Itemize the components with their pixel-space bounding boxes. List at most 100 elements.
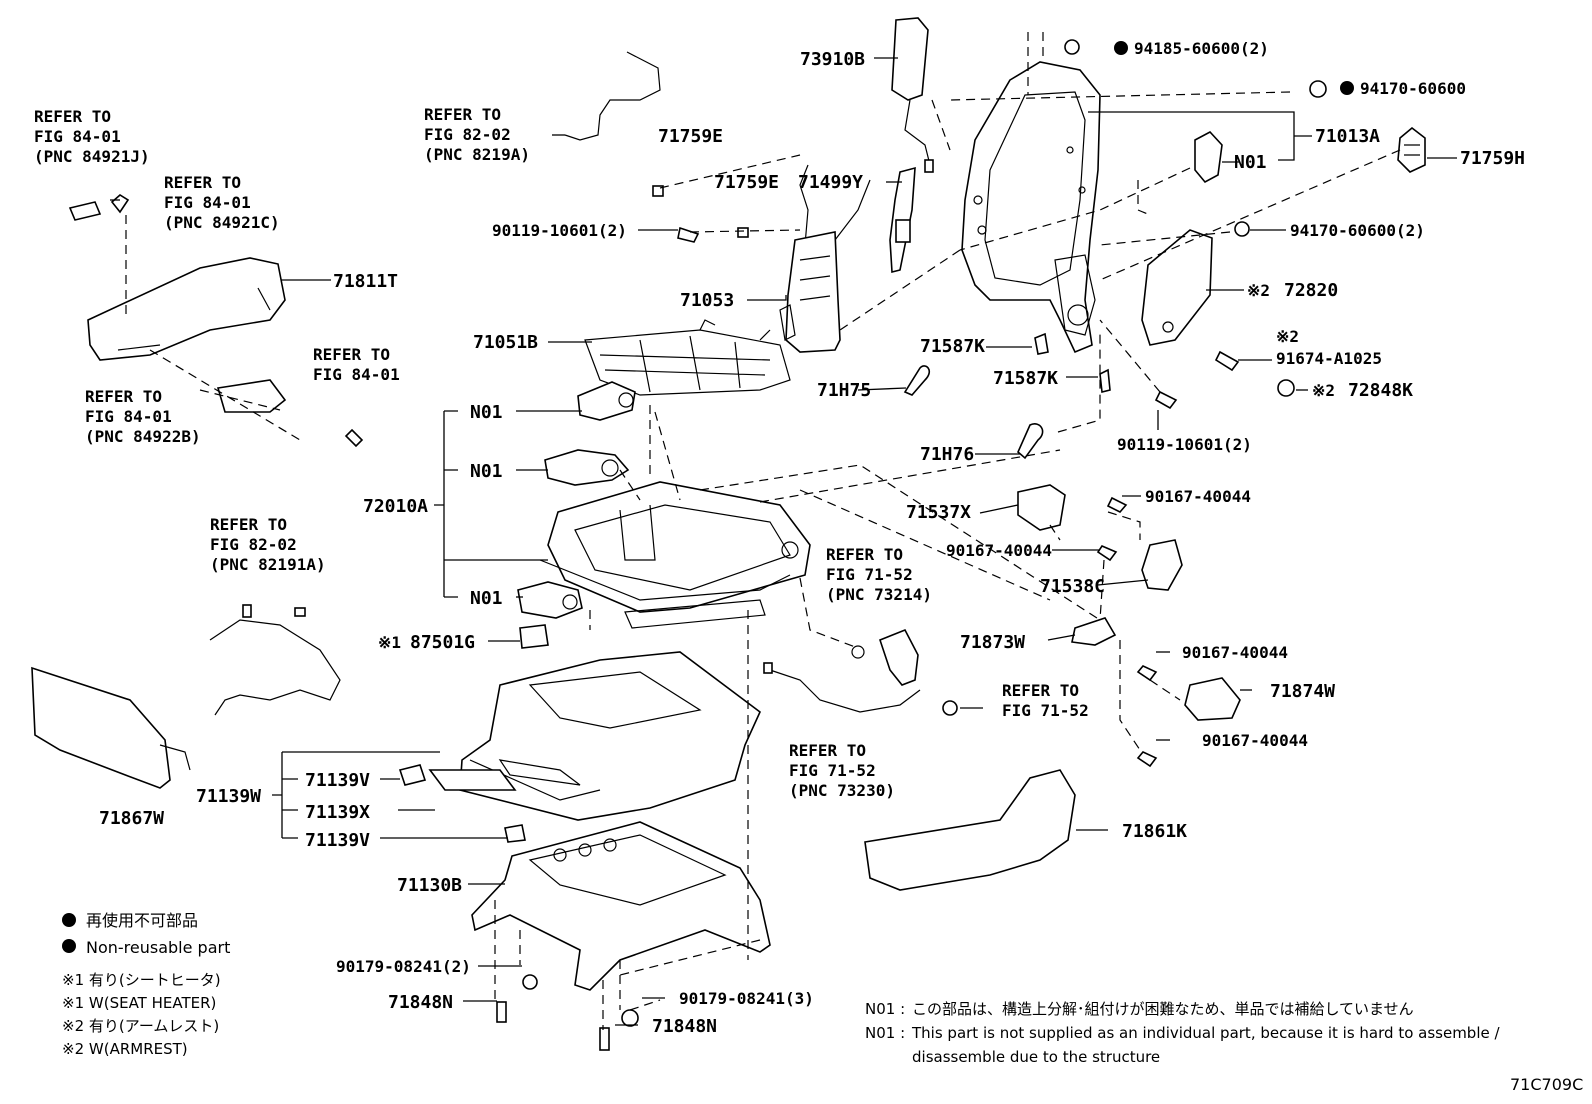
cushion-frame-drawing (471, 821, 771, 991)
legend: 再使用不可部品 Non-reusable part ※1 有り(シートヒータ) … (62, 911, 230, 1058)
legend-seat-heater-jp: ※1 有り(シートヒータ) (62, 971, 221, 989)
label-94170-60600: 94170-60600 (1360, 79, 1466, 98)
label-94170-60600-2: 94170-60600(2) (1290, 221, 1425, 240)
svg-text:FIG 82-02: FIG 82-02 (424, 125, 511, 144)
label-71139V-b: 71139V (305, 830, 370, 851)
svg-text:FIG 71-52: FIG 71-52 (826, 565, 913, 584)
svg-text:(PNC 82191A): (PNC 82191A) (210, 555, 326, 574)
svg-text:FIG 82-02: FIG 82-02 (210, 535, 297, 554)
svg-text:(PNC 84921J): (PNC 84921J) (34, 147, 150, 166)
label-71861K: 71861K (1122, 821, 1187, 842)
fasteners-drawing (68, 39, 1327, 1051)
svg-text:(PNC 84921C): (PNC 84921C) (164, 213, 280, 232)
svg-text:FIG 84-01: FIG 84-01 (85, 407, 172, 426)
seat-belt-buckle-drawing (851, 628, 919, 686)
brackets-drawing (398, 332, 1241, 843)
cushion-pad-71861k-drawing (864, 769, 1076, 891)
label-87501G: 87501G (410, 632, 475, 653)
recliner-motor-drawing (1194, 131, 1223, 184)
label-71139W: 71139W (196, 786, 261, 807)
label-90179-08241-2: 90179-08241(2) (336, 957, 471, 976)
refer-fig-71-52: REFER TO FIG 71-52 (1002, 681, 1089, 720)
note-en-prefix: N01 : (865, 1024, 905, 1042)
label-71867W: 71867W (99, 808, 164, 829)
label-71H75: 71H75 (817, 380, 871, 401)
non-reusable-dot-icon (62, 939, 76, 953)
label-N01-recliner: N01 (1234, 152, 1267, 173)
svg-text:(PNC 8219A): (PNC 8219A) (424, 145, 530, 164)
figure-code: 71C709C (1510, 1075, 1583, 1094)
label-71051B: 71051B (473, 332, 538, 353)
seat-track-frame-drawing (539, 481, 811, 629)
seat-cushion-pan-drawing (459, 651, 761, 821)
seatback-frame-drawing (961, 61, 1101, 354)
label-71587K-a: 71587K (920, 336, 985, 357)
svg-text:FIG 71-52: FIG 71-52 (789, 761, 876, 780)
label-73910B: 73910B (800, 49, 865, 70)
refer-84921J: REFER TO FIG 84-01 (PNC 84921J) (34, 107, 150, 166)
label-90119-10601-a: 90119-10601(2) (492, 221, 627, 240)
label-90167-40044-d: 90167-40044 (1202, 731, 1308, 750)
label-N01-motor-1: N01 (470, 402, 503, 423)
legend-non-reusable-en: Non-reusable part (86, 938, 230, 957)
label-71759E-a: 71759E (658, 126, 723, 147)
mark-armrest-72848K: ※2 (1312, 381, 1335, 400)
spring-mat-71051b-drawing (584, 319, 791, 396)
non-reusable-dot-icon (1114, 41, 1128, 55)
side-airbag-drawing (891, 17, 934, 173)
non-reusable-dot-icon (1340, 81, 1354, 95)
label-72848K: 72848K (1348, 380, 1413, 401)
label-71811T: 71811T (333, 271, 398, 292)
svg-text:REFER TO: REFER TO (826, 545, 903, 564)
refer-82191A: REFER TO FIG 82-02 (PNC 82191A) (210, 515, 326, 574)
label-71759H: 71759H (1460, 148, 1525, 169)
label-71139X: 71139X (305, 802, 370, 823)
svg-text:REFER TO: REFER TO (34, 107, 111, 126)
svg-text:REFER TO: REFER TO (210, 515, 287, 534)
label-71H76: 71H76 (920, 444, 974, 465)
label-71013A: 71013A (1315, 126, 1380, 147)
n01-notes: N01 : この部品は、構造上分解･組付けが困難なため、単品では補給していません… (865, 1000, 1500, 1066)
label-90119-10601-b: 90119-10601(2) (1117, 435, 1252, 454)
svg-text:REFER TO: REFER TO (789, 741, 866, 760)
legend-armrest-en: ※2 W(ARMREST) (62, 1040, 188, 1058)
note-en-text-2: disassemble due to the structure (912, 1048, 1160, 1066)
label-71538C: 71538C (1040, 576, 1105, 597)
svg-text:FIG 84-01: FIG 84-01 (34, 127, 121, 146)
refer-73230: REFER TO FIG 71-52 (PNC 73230) (789, 741, 895, 800)
knob-71759h-drawing (1397, 126, 1426, 173)
note-jp-text: この部品は、構造上分解･組付けが困難なため、単品では補給していません (912, 1000, 1414, 1018)
armrest-72820-drawing (1141, 229, 1213, 346)
refer-84921C: REFER TO FIG 84-01 (PNC 84921C) (164, 173, 280, 232)
note-en-text-1: This part is not supplied as an individu… (911, 1024, 1500, 1042)
front-cover-71867w-drawing (31, 666, 191, 789)
mark-armrest-72820: ※2 (1247, 281, 1270, 300)
label-71139V-a: 71139V (305, 770, 370, 791)
label-71537X: 71537X (906, 502, 971, 523)
svg-text:FIG 84-01: FIG 84-01 (164, 193, 251, 212)
svg-text:FIG 84-01: FIG 84-01 (313, 365, 400, 384)
label-71873W: 71873W (960, 632, 1025, 653)
label-71130B: 71130B (397, 875, 462, 896)
label-71587K-b: 71587K (993, 368, 1058, 389)
refer-8219A: REFER TO FIG 82-02 (PNC 8219A) (424, 105, 530, 164)
legend-armrest-jp: ※2 有り(アームレスト) (62, 1017, 219, 1035)
label-71499Y: 71499Y (798, 172, 863, 193)
label-71759E-b: 71759E (714, 172, 779, 193)
svg-text:(PNC 73230): (PNC 73230) (789, 781, 895, 800)
svg-text:REFER TO: REFER TO (164, 173, 241, 192)
label-72820: 72820 (1284, 280, 1338, 301)
legend-seat-heater-en: ※1 W(SEAT HEATER) (62, 994, 216, 1012)
refer-73214: REFER TO FIG 71-52 (PNC 73214) (826, 545, 932, 604)
back-panel-71053-drawing (779, 164, 871, 353)
legend-non-reusable-jp: 再使用不可部品 (86, 911, 198, 930)
label-90167-40044-a: 90167-40044 (1145, 487, 1251, 506)
leader-lines (110, 57, 1457, 1026)
label-71053: 71053 (680, 290, 734, 311)
note-jp-prefix: N01 : (865, 1000, 905, 1018)
non-reusable-dot-icon (62, 913, 76, 927)
label-71848N-a: 71848N (388, 992, 453, 1013)
label-N01-motor-2: N01 (470, 461, 503, 482)
